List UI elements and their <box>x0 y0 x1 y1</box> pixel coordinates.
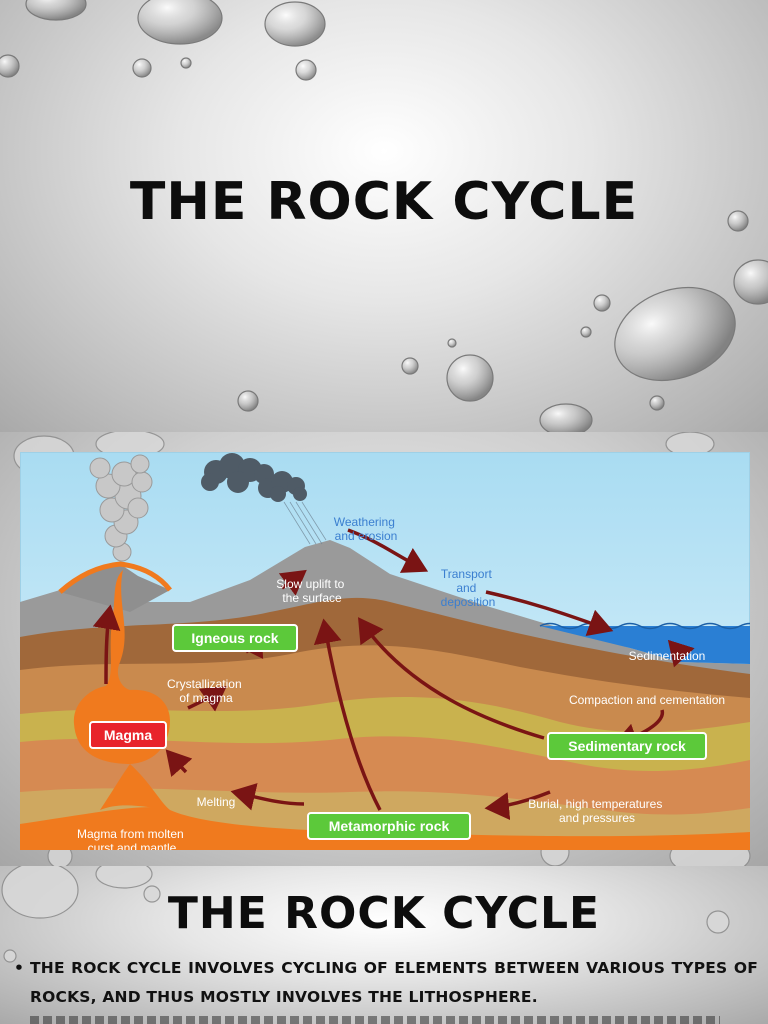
title-slide: THE ROCK CYCLE <box>0 0 768 432</box>
bullet-marker: • <box>14 959 25 977</box>
water-drops-background <box>1 866 730 963</box>
arrow-metamorphic-uplift <box>313 618 382 811</box>
molten-mantle <box>20 807 750 850</box>
uplift-label: Slow uplift to the surface <box>276 577 347 605</box>
magma-chamber <box>73 570 170 764</box>
metamorphic-rock-box: Metamorphic rock <box>307 812 471 840</box>
burial-label: Burial, high temperatures and pressures <box>528 797 665 825</box>
magma-source-label: Magma from molten curst and mantle <box>77 827 187 850</box>
arrow-sedimentation <box>667 639 695 668</box>
bullet-item: • The rock cycle involves cycling of ele… <box>14 954 758 1012</box>
arrow-weathering <box>347 528 429 573</box>
magma-box: Magma <box>89 721 167 749</box>
arrow-melting-to-magma <box>165 749 193 778</box>
compaction-label: Compaction and cementation <box>569 693 725 707</box>
bullet-text: The rock cycle involves cycling of eleme… <box>30 959 758 1006</box>
metamorphic-rock-label: Metamorphic rock <box>329 818 450 834</box>
arrow-magma-to-crystallization <box>187 685 227 712</box>
text-slide: THE ROCK CYCLE • The rock cycle involves… <box>0 866 768 1024</box>
arrow-metamorphic-to-melting <box>230 783 305 811</box>
sedimentary-rock-label: Sedimentary rock <box>568 738 686 754</box>
water-drops-background <box>0 0 768 432</box>
transport-label: Transport and deposition <box>441 567 496 609</box>
sedimentary-rock-box: Sedimentary rock <box>547 732 707 760</box>
arrow-burial <box>484 790 551 821</box>
igneous-rock-box: Igneous rock <box>172 624 298 652</box>
melting-label: Melting <box>197 795 236 809</box>
arrow-transport <box>485 590 614 637</box>
rain-cloud <box>201 453 307 502</box>
sedimentation-label: Sedimentation <box>629 649 706 663</box>
diagram-slide: Magma Igneous rock Sedimentary rock Meta… <box>0 432 768 866</box>
weathering-label: Weathering and erosion <box>334 515 399 543</box>
slide-title: THE ROCK CYCLE <box>129 172 639 232</box>
arrow-magma-to-igneous <box>92 604 121 685</box>
smoke-plume <box>89 454 153 562</box>
slide-title: THE ROCK CYCLE <box>167 888 601 939</box>
rock-cycle-diagram: Magma Igneous rock Sedimentary rock Meta… <box>20 452 750 850</box>
crystallization-label: Crystallization of magma <box>167 677 245 705</box>
arrow-igneous-uplift <box>278 569 307 596</box>
magma-label: Magma <box>104 727 152 743</box>
arrow-sedimentary-uplift <box>358 617 545 740</box>
cropped-text-line <box>30 1016 720 1024</box>
igneous-rock-label: Igneous rock <box>191 630 278 646</box>
rain <box>283 501 327 545</box>
